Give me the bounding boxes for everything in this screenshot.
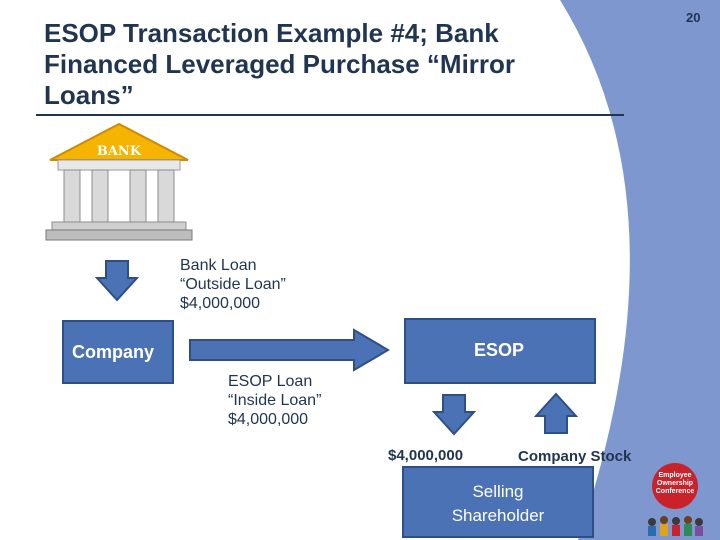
company-stock-label: Company Stock — [518, 448, 632, 465]
esop-loan-label: ESOP Loan “Inside Loan” $4,000,000 — [228, 372, 321, 429]
down-arrow-icon — [95, 260, 139, 302]
esop-loan-line2: “Inside Loan” — [228, 392, 322, 409]
esop-label: ESOP — [474, 340, 525, 360]
selling-shareholder-box: Selling Shareholder — [402, 466, 594, 538]
up-arrow-icon — [534, 392, 578, 434]
selling-shareholder-line1: Selling — [472, 482, 524, 501]
right-arrow-icon — [189, 328, 390, 372]
conference-logo-text: Employee Ownership Conference — [652, 472, 698, 496]
slide-title: ESOP Transaction Example #4; Bank Financ… — [44, 18, 516, 110]
conference-logo-line2: Ownership — [656, 480, 694, 487]
esop-box: ESOP — [404, 318, 596, 384]
page-number: 20 — [686, 10, 701, 25]
company-label: Company — [72, 342, 155, 362]
conference-logo: Employee Ownership Conference — [644, 460, 706, 536]
bank-loan-line3: $4,000,000 — [180, 295, 261, 312]
conference-logo-graphic — [648, 463, 703, 536]
conference-logo-line3: Conference — [655, 488, 695, 495]
title-divider — [36, 114, 624, 116]
bank-icon: BANK — [45, 122, 193, 241]
selling-shareholder-line2: Shareholder — [451, 506, 545, 525]
esop-loan-line3: $4,000,000 — [228, 411, 309, 428]
esop-loan-line1: ESOP Loan — [228, 373, 313, 390]
conference-logo-line1: Employee — [658, 472, 692, 479]
bank-sign-text: BANK — [97, 144, 142, 159]
bank-loan-line1: Bank Loan — [180, 257, 257, 274]
bank-loan-line2: “Outside Loan” — [180, 276, 286, 293]
payment-amount-label: $4,000,000 — [388, 447, 464, 464]
bank-loan-label: Bank Loan “Outside Loan” $4,000,000 — [180, 256, 286, 313]
company-box: Company — [62, 320, 174, 384]
down-arrow-icon — [432, 394, 476, 436]
